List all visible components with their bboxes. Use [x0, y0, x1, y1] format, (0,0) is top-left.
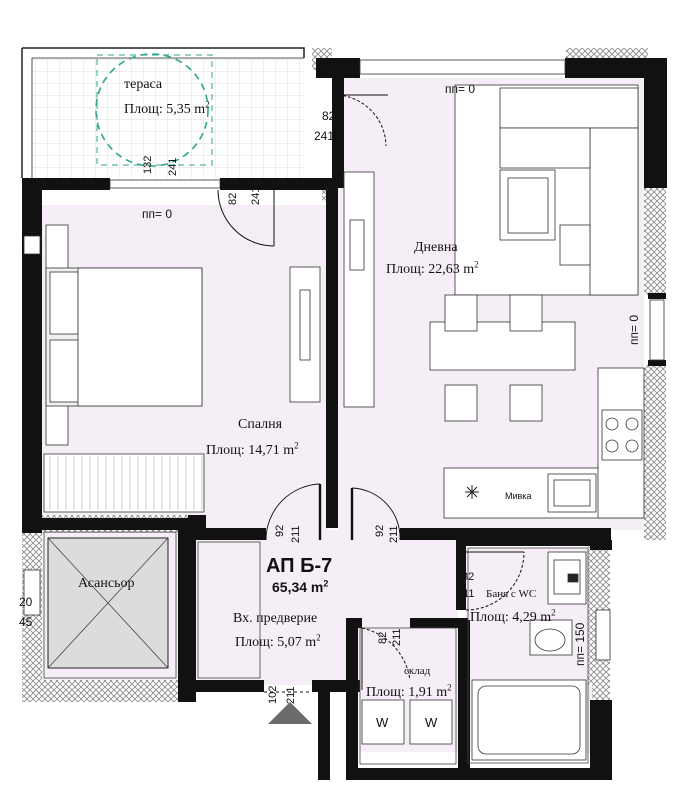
bath-label: Баня с WC — [486, 588, 537, 600]
windows — [23, 59, 665, 661]
sink-label: Мивка — [505, 491, 532, 501]
dim-241-terrace: 241 — [167, 157, 179, 176]
dim-241-bed: 241 — [250, 186, 262, 205]
kitchen — [443, 367, 645, 519]
walls — [22, 58, 667, 780]
dim-211-bath: 211 — [457, 588, 475, 600]
terrace-area: Площ: 5,35 m2 — [124, 100, 210, 117]
dim-241-top: 241 — [314, 129, 335, 143]
dim-211-entry: 211 — [285, 686, 297, 704]
entry-area-sup: 2 — [316, 632, 321, 643]
apartment-area: 65,34 m2 — [272, 578, 329, 595]
apartment-id: АП Б-7 — [266, 555, 333, 577]
apartment-area-value: 65,34 m — [272, 579, 324, 595]
inner-frames — [43, 531, 589, 765]
sofa — [454, 84, 639, 296]
washer-label-2: W — [425, 715, 438, 730]
pp0-bedroom: пп= 0 — [142, 207, 173, 221]
dim-102: 102 — [267, 685, 279, 704]
storage-area-sup: 2 — [447, 682, 452, 693]
terrace-outline — [21, 47, 305, 178]
storage-area-value: Площ: 1,91 m — [366, 685, 448, 700]
entry-label: Вх. предверие — [233, 611, 318, 626]
tv-living — [349, 219, 365, 271]
dim-211-right: 211 — [388, 525, 400, 543]
pp150: пп= 150 — [573, 622, 587, 666]
entry-area-value: Площ: 5,07 m — [235, 635, 317, 650]
dim-211-left: 211 — [290, 525, 302, 543]
dining-table — [429, 294, 576, 422]
storage-area: Площ: 1,91 m2 — [366, 683, 452, 700]
tv-unit-living — [343, 171, 375, 408]
bedroom-area-sup: 2 — [294, 440, 299, 451]
living-area: Площ: 22,63 m2 — [386, 260, 479, 277]
dim-82-bed: 82 — [227, 192, 239, 205]
entry-area: Площ: 5,07 m2 — [235, 633, 321, 650]
dim-92-left: 92 — [274, 524, 286, 537]
dim-82-top: 82 — [322, 109, 336, 123]
star-icon — [465, 485, 479, 499]
dim-82-bath: 82 — [462, 571, 475, 583]
dim-45: 45 — [19, 615, 33, 629]
tv-bedroom — [299, 289, 311, 361]
bath-area-value: Площ: 4,29 m — [470, 610, 552, 625]
dim-211-store: 211 — [391, 628, 403, 646]
bathroom-fixtures — [471, 551, 587, 761]
apartment-area-sup: 2 — [323, 578, 329, 589]
bedroom-area-value: Площ: 14,71 m — [206, 443, 295, 458]
living-area-sup: 2 — [474, 259, 479, 270]
dim-20: 20 — [19, 595, 33, 609]
entrance-arrow — [268, 702, 312, 724]
living-label: Дневна — [414, 240, 458, 255]
elevator-shaft — [47, 537, 169, 669]
doors — [217, 94, 525, 693]
dim-92-right: 92 — [374, 524, 386, 537]
tv-unit-bedroom — [289, 266, 321, 403]
bedroom-label: Спалня — [238, 417, 283, 432]
terrace-area-value: Площ: 5,35 m — [124, 102, 206, 117]
terrace-label: тераса — [124, 77, 163, 92]
dim-82-store: 82 — [377, 631, 389, 644]
pp0-top: пп= 0 — [445, 82, 476, 96]
terrace-area-sup: 2 — [205, 99, 210, 110]
living-area-value: Площ: 22,63 m — [386, 262, 475, 277]
washer-label-1: W — [376, 715, 389, 730]
wardrobe-lines — [49, 456, 203, 510]
terrace-dashed-circle — [95, 53, 209, 167]
wardrobe — [43, 453, 205, 513]
bath-area-sup: 2 — [551, 607, 556, 618]
elevator-label: Асансьор — [78, 576, 135, 591]
storage-label: склад — [404, 665, 431, 677]
dim-132: 132 — [142, 155, 154, 174]
washing-machines — [361, 699, 453, 745]
terrace-dashed-square — [96, 54, 213, 166]
bedroom-area: Площ: 14,71 m2 — [206, 441, 299, 458]
pp0-right: пп= 0 — [627, 314, 641, 345]
bath-area: Площ: 4,29 m2 — [470, 608, 556, 625]
bed — [45, 224, 203, 446]
